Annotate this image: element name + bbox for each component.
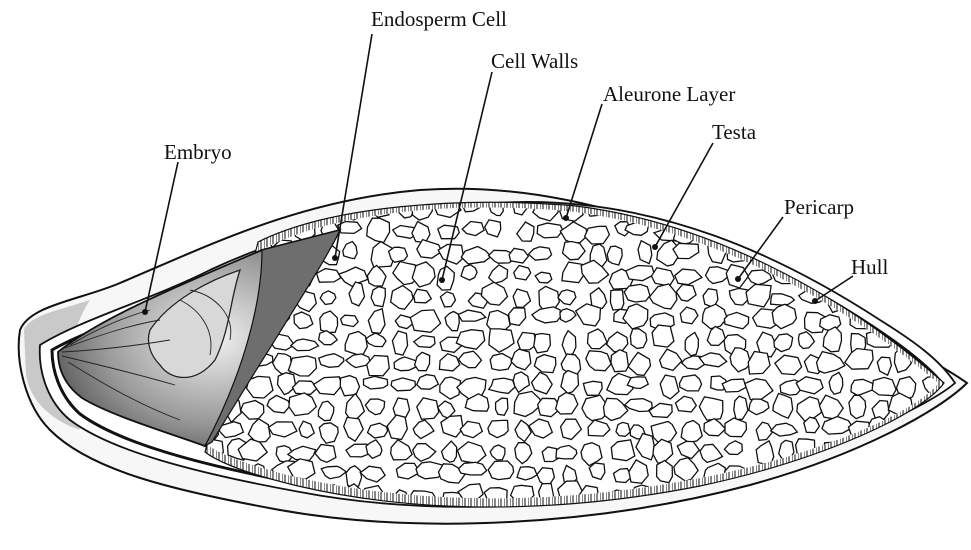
label-cell-walls: Cell Walls <box>491 49 578 73</box>
endosperm-cell <box>872 377 896 395</box>
endosperm-cell <box>801 469 825 481</box>
endosperm-cell <box>844 225 869 241</box>
endosperm-cell <box>920 264 946 289</box>
leader-hull-dot <box>812 298 818 304</box>
endosperm-cell <box>775 227 794 242</box>
endosperm-cell <box>872 487 894 506</box>
endosperm-cell <box>880 442 897 460</box>
endosperm-cell <box>461 265 477 280</box>
endosperm-cell <box>459 462 487 475</box>
endosperm-cell <box>896 262 916 290</box>
endosperm-cell <box>921 335 939 351</box>
label-hull: Hull <box>851 255 889 279</box>
label-testa: Testa <box>712 120 757 144</box>
endosperm-cell <box>610 290 623 310</box>
endosperm-cell <box>898 315 920 327</box>
endosperm-cell <box>750 203 771 217</box>
endosperm-cell <box>728 196 744 220</box>
endosperm-cell <box>895 290 925 306</box>
label-pericarp: Pericarp <box>784 195 854 219</box>
endosperm-cell <box>652 268 675 286</box>
endosperm-cell <box>242 198 267 217</box>
endosperm-cell <box>845 491 870 506</box>
endosperm-cell <box>624 284 650 302</box>
endosperm-cell <box>898 220 913 240</box>
endosperm-cell <box>340 376 359 396</box>
leader-cell-walls-dot <box>439 277 445 283</box>
leader-aleurone-layer <box>566 104 602 218</box>
endosperm-cell <box>916 202 946 225</box>
endosperm-cell <box>795 218 817 243</box>
endosperm-cell <box>534 334 551 353</box>
label-endosperm-cell: Endosperm Cell <box>371 7 507 31</box>
endosperm-cell <box>389 247 408 262</box>
endosperm-cell <box>826 248 853 264</box>
leader-embryo-dot <box>142 309 148 315</box>
endosperm-cell <box>652 325 674 347</box>
endosperm-cell <box>915 444 941 460</box>
endosperm-cell <box>583 381 602 395</box>
endosperm-cell <box>917 308 946 323</box>
endosperm-cell <box>753 490 776 507</box>
leader-testa-dot <box>652 244 658 250</box>
endosperm-cell <box>704 202 725 220</box>
endosperm-cell <box>657 461 673 483</box>
endosperm-cell <box>775 488 802 502</box>
endosperm-cell <box>874 291 890 302</box>
leader-aleurone-layer-dot <box>563 215 569 221</box>
endosperm-cell <box>898 251 924 265</box>
endosperm-cell <box>758 224 770 243</box>
leader-endosperm-cell-dot <box>332 255 338 261</box>
endosperm-cell <box>826 227 853 240</box>
endosperm-cell <box>868 197 893 217</box>
endosperm-cell <box>801 240 820 259</box>
endosperm-cell <box>227 194 249 219</box>
endosperm-cell <box>818 260 845 282</box>
endosperm-cell <box>537 223 563 238</box>
endosperm-cell <box>364 376 388 389</box>
endosperm-cell <box>922 285 942 307</box>
endosperm-cell <box>680 375 702 391</box>
endosperm-cell <box>438 225 460 239</box>
leader-pericarp-dot <box>735 276 741 282</box>
endosperm-cell <box>198 224 219 237</box>
endosperm-cell <box>371 287 385 307</box>
endosperm-cell <box>914 243 936 263</box>
endosperm-cell <box>391 378 415 391</box>
endosperm-cell <box>893 482 910 503</box>
endosperm-cell <box>726 221 751 242</box>
endosperm-cell <box>845 462 872 486</box>
label-aleurone-layer: Aleurone Layer <box>603 82 735 106</box>
endosperm-cell <box>341 315 359 326</box>
endosperm-cell <box>489 378 515 393</box>
endosperm-cell <box>616 422 630 436</box>
endosperm-cell <box>849 395 866 418</box>
label-embryo: Embryo <box>164 140 232 164</box>
endosperm-cell <box>893 460 917 480</box>
endosperm-cell <box>925 464 944 487</box>
endosperm-cell <box>496 398 508 415</box>
endosperm-cell <box>914 225 944 238</box>
endosperm-cell <box>901 202 920 219</box>
endosperm-cell <box>196 204 214 221</box>
endosperm-cell <box>865 459 889 484</box>
endosperm-cell <box>607 246 622 265</box>
endosperm-cell <box>822 462 840 485</box>
endosperm-cell <box>897 438 917 460</box>
endosperm-cell <box>288 356 316 376</box>
endosperm-cell <box>800 491 818 504</box>
endosperm-cell <box>922 416 936 434</box>
endosperm-cell <box>821 491 839 506</box>
endosperm-cell <box>915 484 944 502</box>
endosperm-cell <box>871 220 886 246</box>
